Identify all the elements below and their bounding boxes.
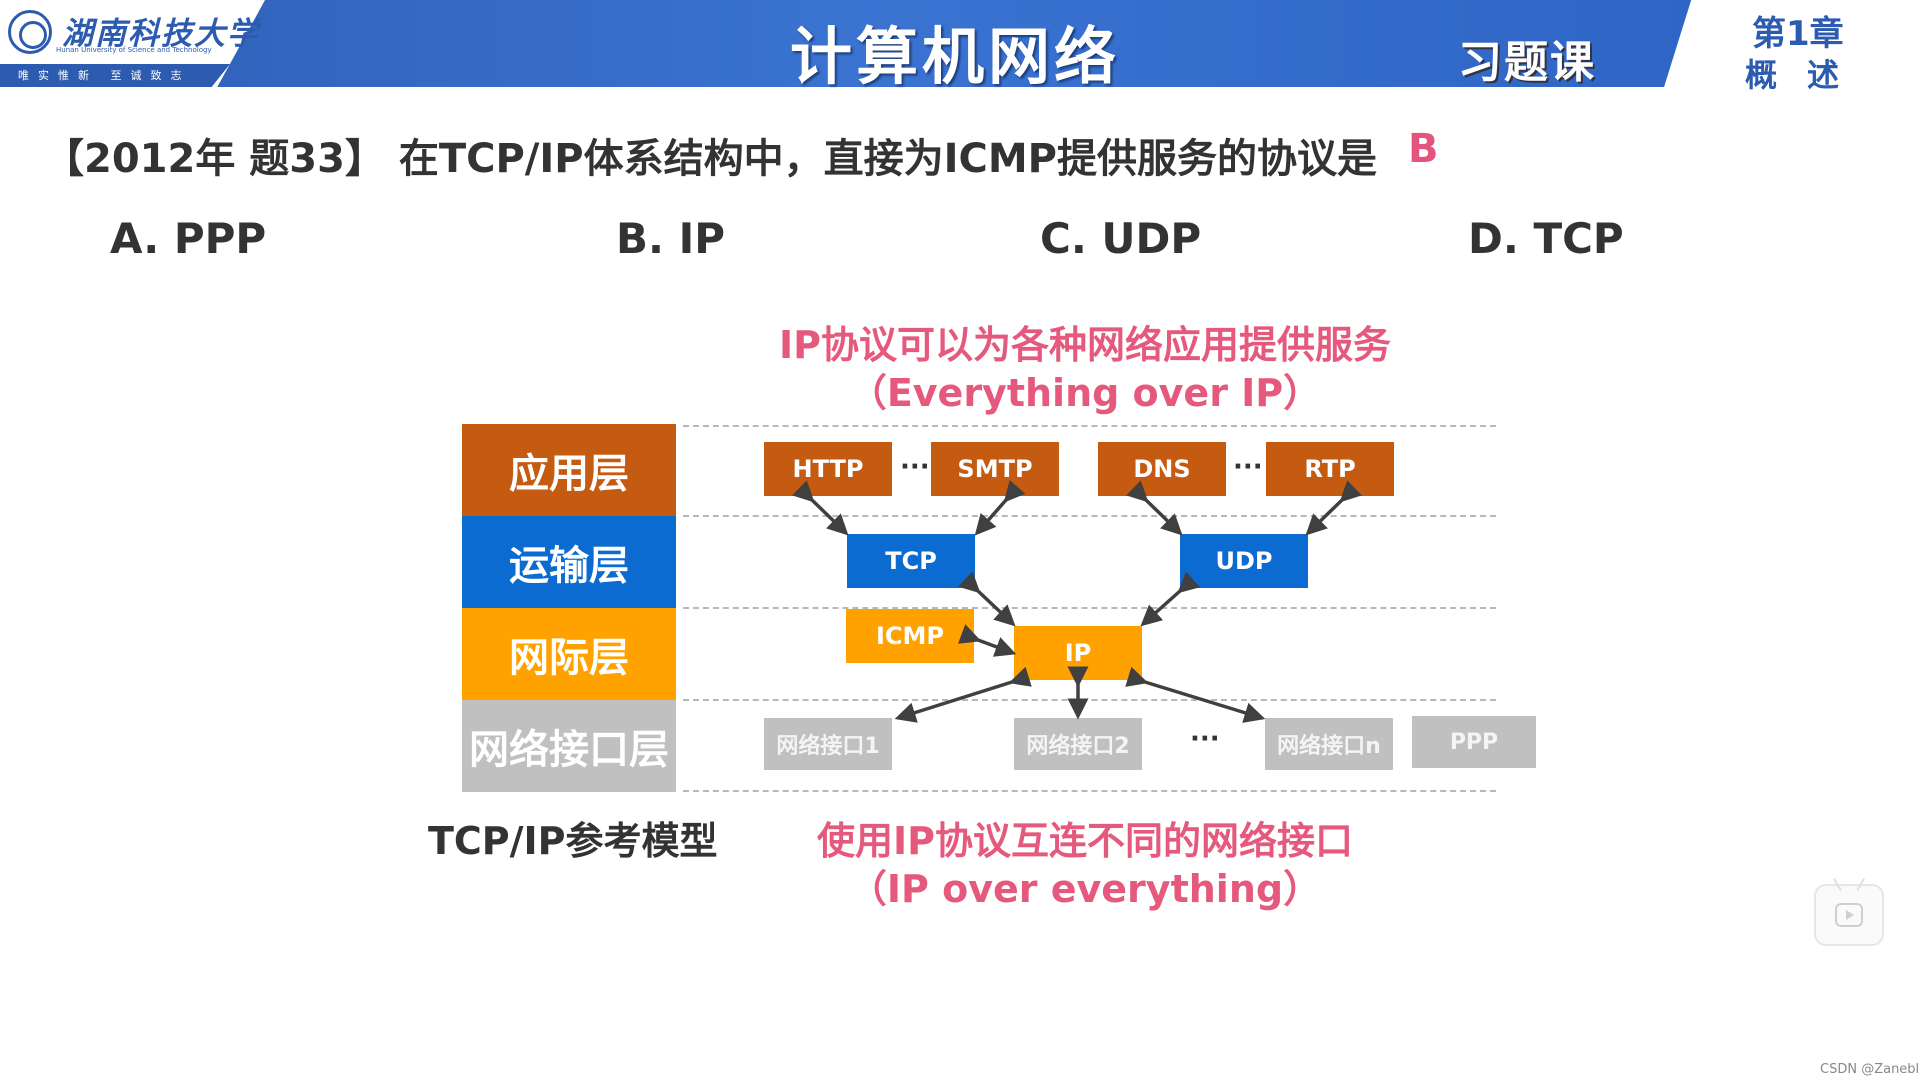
watermark: CSDN @Zanebla	[1820, 1062, 1920, 1077]
caption-bottom-line2: （IP over everything）	[848, 867, 1322, 911]
protocol-ppp: PPP	[1412, 716, 1536, 768]
arrow-udp-ip	[1140, 571, 1201, 627]
chapter-name: 概述	[1745, 56, 1870, 94]
network-interface-1: 网络接口1	[764, 718, 892, 770]
logo-motto-bar	[0, 64, 230, 87]
network-interface-2: 网络接口2	[1014, 718, 1142, 770]
caption-bottom-line1: 使用IP协议互连不同的网络接口	[817, 819, 1353, 863]
arrow-icmp-ip	[957, 624, 1017, 657]
protocol-icmp: ICMP	[846, 609, 974, 663]
university-name: 湖南科技大学	[62, 16, 260, 52]
layer-internet: 网际层	[462, 608, 676, 700]
arrow-rtp-udp	[1305, 480, 1362, 536]
layer-divider	[683, 607, 1496, 609]
caption-top-line2: （Everything over IP）	[848, 371, 1322, 415]
ellipsis: ···	[900, 452, 930, 482]
slide-title: 计算机网络	[790, 20, 1121, 93]
model-label: TCP/IP参考模型	[428, 819, 718, 863]
university-emblem-icon	[8, 10, 52, 54]
university-name-en: Hunan University of Science and Technolo…	[56, 46, 212, 54]
arrow-smtp-tcp	[974, 479, 1026, 536]
slide-header: 湖南科技大学 Hunan University of Science and T…	[0, 0, 1920, 93]
protocol-smtp: SMTP	[931, 442, 1059, 496]
option-c: C. UDP	[1040, 214, 1202, 263]
arrow-dns-udp	[1126, 480, 1183, 536]
network-interface-n: 网络接口n	[1265, 718, 1393, 770]
layer-transport: 运输层	[462, 516, 676, 608]
option-a: A. PPP	[110, 214, 267, 263]
caption-top-line1: IP协议可以为各种网络应用提供服务	[779, 323, 1391, 367]
layer-divider	[683, 515, 1496, 517]
ellipsis: ···	[1233, 452, 1263, 482]
play-icon	[1835, 903, 1863, 927]
section-badge: 习题课	[1458, 37, 1596, 88]
layer-divider	[683, 790, 1496, 792]
arrow-ip-if1	[894, 666, 1032, 723]
layer-divider	[683, 425, 1496, 427]
protocol-udp: UDP	[1180, 534, 1308, 588]
ellipsis: ···	[1190, 724, 1220, 754]
protocol-tcp: TCP	[847, 534, 975, 588]
arrow-http-tcp	[792, 480, 849, 536]
option-d: D. TCP	[1468, 214, 1624, 263]
protocol-dns: DNS	[1098, 442, 1226, 496]
chapter-number: 第1章	[1752, 14, 1844, 54]
answer-letter: B	[1408, 126, 1439, 172]
option-b: B. IP	[616, 214, 725, 263]
university-motto: 唯实惟新 至诚致志	[18, 69, 191, 82]
layer-network-interface: 网络接口层	[462, 700, 676, 792]
question-text: 【2012年 题33】 在TCP/IP体系结构中，直接为ICMP提供服务的协议是	[44, 136, 1377, 182]
chapter-panel	[1660, 0, 1920, 100]
layer-divider	[683, 699, 1496, 701]
arrow-tcp-ip	[958, 571, 1016, 627]
play-button[interactable]	[1814, 884, 1884, 946]
arrow-ip-ifn	[1125, 666, 1266, 723]
layer-application: 应用层	[462, 424, 676, 516]
